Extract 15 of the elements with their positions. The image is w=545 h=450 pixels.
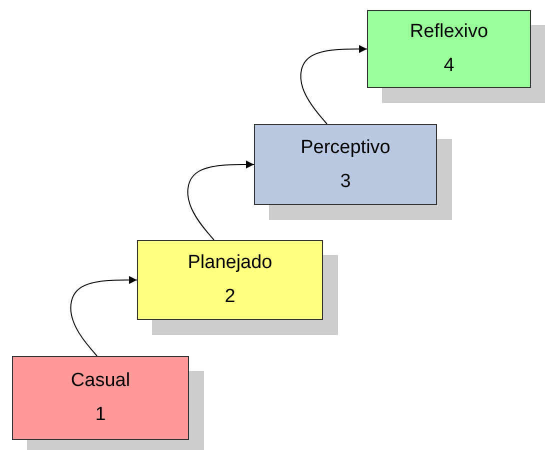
step-number: 3 [340,170,351,192]
step-title: Casual [70,370,130,392]
step-box [12,356,189,440]
step-number: 1 [95,404,106,426]
step-box [367,10,531,88]
step-box [137,240,323,320]
step-title: Perceptivo [300,136,390,158]
curved-arrow [187,160,254,240]
curved-arrow [300,45,368,124]
step-number: 4 [444,55,454,77]
step-number: 2 [224,286,236,308]
step-title: Planejado [188,252,272,274]
curved-arrow [70,276,138,356]
step-box [254,124,437,205]
step-title: Reflexivo [410,21,488,43]
